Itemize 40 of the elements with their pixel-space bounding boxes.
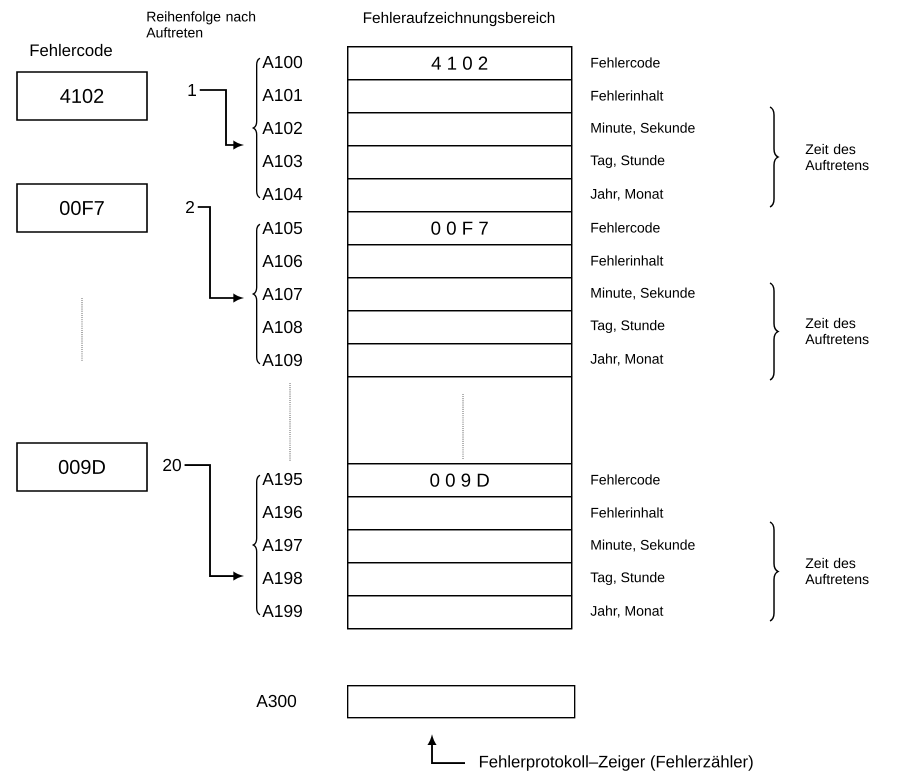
arrow (198, 206, 242, 302)
arrow (200, 89, 242, 149)
field-label: Fehlercode (591, 474, 660, 485)
field-label: Tag, Stunde (590, 320, 664, 334)
field-label: Jahr, Monat (590, 354, 664, 366)
column-heading: Reihenfolge nach Auftreten (146, 11, 256, 38)
group-label: Zeit des Auftretens (805, 558, 869, 584)
memory-cell: 4 1 0 2 (347, 46, 572, 80)
address-list: A105 A106 A107 A108 A109 (252, 222, 302, 366)
arrow (428, 736, 465, 764)
field-label: Tag, Stunde (590, 572, 664, 586)
field-label: Minute, Sekunde (591, 288, 695, 300)
sequence-number: 1 (188, 84, 196, 96)
field-label: Fehlerinhalt (591, 507, 664, 518)
memory-cell (347, 376, 572, 464)
group-label: Zeit des Auftretens (805, 144, 869, 170)
field-label: Minute, Sekunde (591, 122, 695, 134)
field-label: Fehlercode (591, 57, 660, 68)
address-list: A195 A196 A197 A198 A199 (252, 472, 302, 618)
address-list: A100 A101 A102 A103 A104 (252, 56, 302, 200)
memory-cell: 0 0 F 7 (347, 211, 572, 246)
error-code-box: 009D (16, 442, 148, 492)
error-code-box: 4102 (16, 71, 148, 121)
group-label: Zeit des Auftretens (805, 318, 869, 344)
field-label: Fehlerinhalt (591, 255, 664, 266)
table-heading: Fehleraufzeichnungsbereich (364, 12, 554, 26)
field-label: Fehlercode (591, 222, 660, 233)
field-label: Jahr, Monat (590, 188, 664, 200)
field-label: Minute, Sekunde (591, 540, 695, 552)
address-label: A300 (256, 694, 296, 708)
field-label: Fehlerinhalt (591, 90, 664, 101)
field-label: Jahr, Monat (590, 606, 664, 618)
memory-cell: 0 0 9 D (347, 463, 572, 498)
sequence-number: 20 (163, 458, 181, 472)
sequence-number: 2 (186, 200, 194, 214)
column-heading: Fehlercode (30, 44, 112, 56)
error-code-box: 00F7 (16, 183, 148, 233)
pointer-label: Fehlerprotokoll–Zeiger (Fehlerzähler) (480, 755, 753, 771)
arrow (184, 464, 242, 580)
field-label: Tag, Stunde (590, 154, 664, 168)
